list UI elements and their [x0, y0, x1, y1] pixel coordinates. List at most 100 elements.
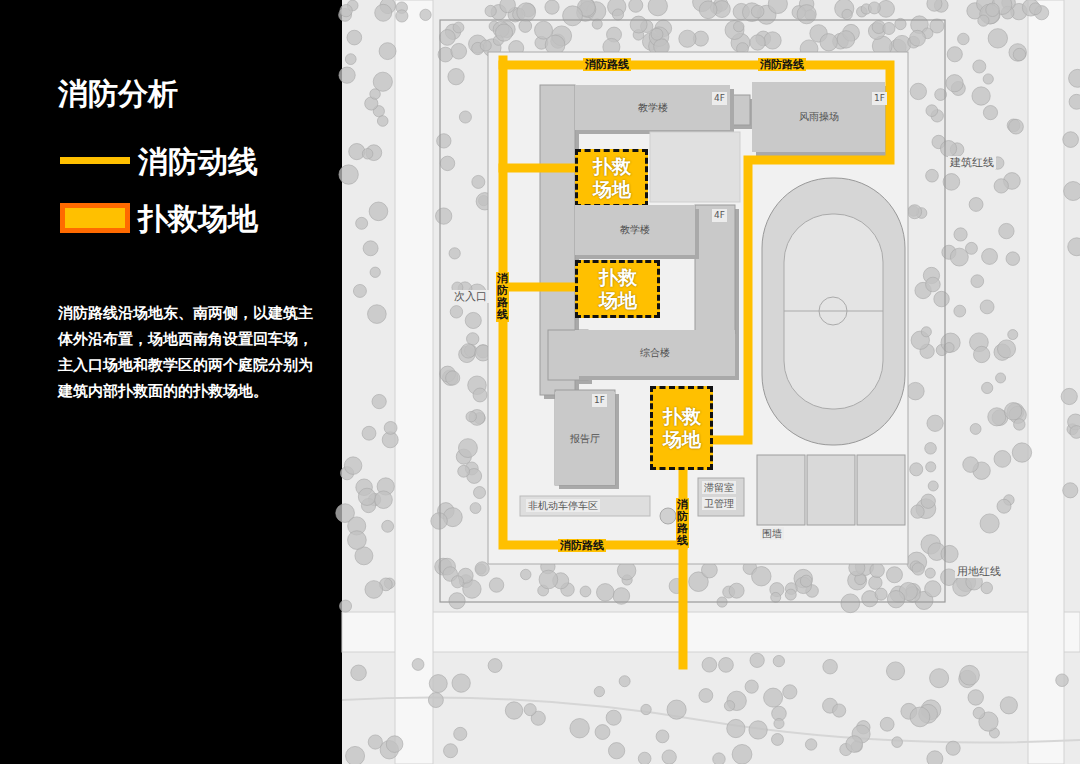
tree — [1069, 69, 1080, 87]
tree — [431, 513, 448, 530]
tree — [340, 600, 352, 612]
tree — [941, 333, 960, 352]
tree — [963, 457, 979, 473]
tree — [892, 737, 903, 748]
tree — [348, 531, 367, 550]
map-ground — [342, 0, 1080, 764]
tree — [662, 750, 676, 764]
rescue-label: 扑救 场地 — [590, 155, 634, 201]
tree — [1014, 419, 1025, 430]
tree — [519, 20, 532, 33]
tree — [713, 753, 726, 764]
map-label: 建筑红线 — [948, 156, 996, 169]
tree — [453, 22, 464, 33]
tree — [470, 503, 481, 514]
tree — [467, 333, 479, 345]
tree — [1006, 252, 1020, 266]
tree — [946, 741, 960, 755]
tree — [368, 305, 387, 324]
building-name: 报告厅 — [570, 432, 600, 446]
tree — [886, 662, 904, 680]
fire-lane — [503, 60, 683, 545]
tree — [339, 67, 355, 83]
map-label: 次入口 — [452, 290, 489, 303]
road — [1028, 0, 1064, 764]
tree — [347, 30, 362, 45]
tree — [452, 674, 470, 692]
tree — [752, 566, 771, 585]
tree — [842, 9, 852, 19]
tree — [596, 584, 614, 602]
tree — [1029, 3, 1041, 15]
legend-text: 扑救场地 — [138, 199, 258, 240]
map-label: 非机动车停车区 — [526, 499, 600, 512]
tree — [926, 105, 938, 117]
tree — [363, 241, 378, 256]
tree — [925, 568, 935, 578]
tree — [699, 689, 713, 703]
tree — [563, 6, 583, 26]
map-label: 4F — [712, 209, 727, 222]
tree — [375, 491, 393, 509]
tree — [910, 707, 930, 727]
tree — [968, 690, 983, 705]
tree — [820, 34, 837, 51]
caption: 消防路线沿场地东、南两侧，以建筑主体外沿布置，场地西南角设置回车场，主入口场地和… — [58, 300, 320, 404]
tree — [356, 217, 368, 229]
tree — [732, 744, 752, 764]
tree — [960, 665, 980, 685]
tree — [983, 74, 993, 84]
rescue-site: 扑救 场地 — [575, 149, 648, 207]
building-name: 综合楼 — [640, 346, 670, 360]
tree — [344, 457, 362, 475]
tree — [1068, 238, 1080, 256]
tree — [869, 576, 882, 589]
tree — [454, 727, 467, 740]
tree — [910, 463, 923, 476]
tree — [382, 520, 394, 532]
map-label: 用地红线 — [955, 565, 1003, 578]
tree — [446, 371, 460, 385]
tree — [451, 43, 467, 59]
field-circle — [819, 297, 847, 325]
tree — [648, 0, 667, 16]
tree — [930, 669, 949, 688]
tree — [950, 248, 968, 266]
tree — [745, 680, 758, 693]
tree — [488, 659, 502, 673]
tree — [729, 583, 744, 598]
tree — [517, 3, 536, 22]
tree — [362, 149, 373, 160]
tree — [474, 486, 486, 498]
map-label: 1F — [592, 394, 607, 407]
tree — [940, 140, 956, 156]
tree — [800, 575, 812, 587]
tree — [459, 111, 471, 123]
tree — [783, 685, 797, 699]
tree — [954, 305, 966, 317]
tree — [1009, 119, 1024, 134]
tree — [982, 249, 998, 265]
building: 综合楼 — [575, 330, 735, 376]
tree — [1000, 697, 1017, 714]
tree — [612, 9, 623, 20]
tree — [372, 394, 386, 408]
tree — [768, 0, 787, 14]
tree — [970, 424, 981, 435]
tree — [994, 451, 1011, 468]
tree — [339, 165, 358, 184]
lane-label: 消防路线 — [583, 58, 631, 71]
tree — [750, 35, 765, 50]
tree — [362, 426, 376, 440]
tree — [868, 2, 880, 14]
tree — [384, 421, 397, 434]
tree — [473, 388, 487, 402]
rescue-label: 扑救 场地 — [596, 266, 640, 312]
tree — [535, 21, 553, 39]
tree — [934, 291, 950, 307]
tree — [912, 563, 924, 575]
tree — [907, 382, 924, 399]
tree — [774, 718, 784, 728]
building-wing — [555, 390, 615, 485]
tree — [340, 4, 352, 16]
